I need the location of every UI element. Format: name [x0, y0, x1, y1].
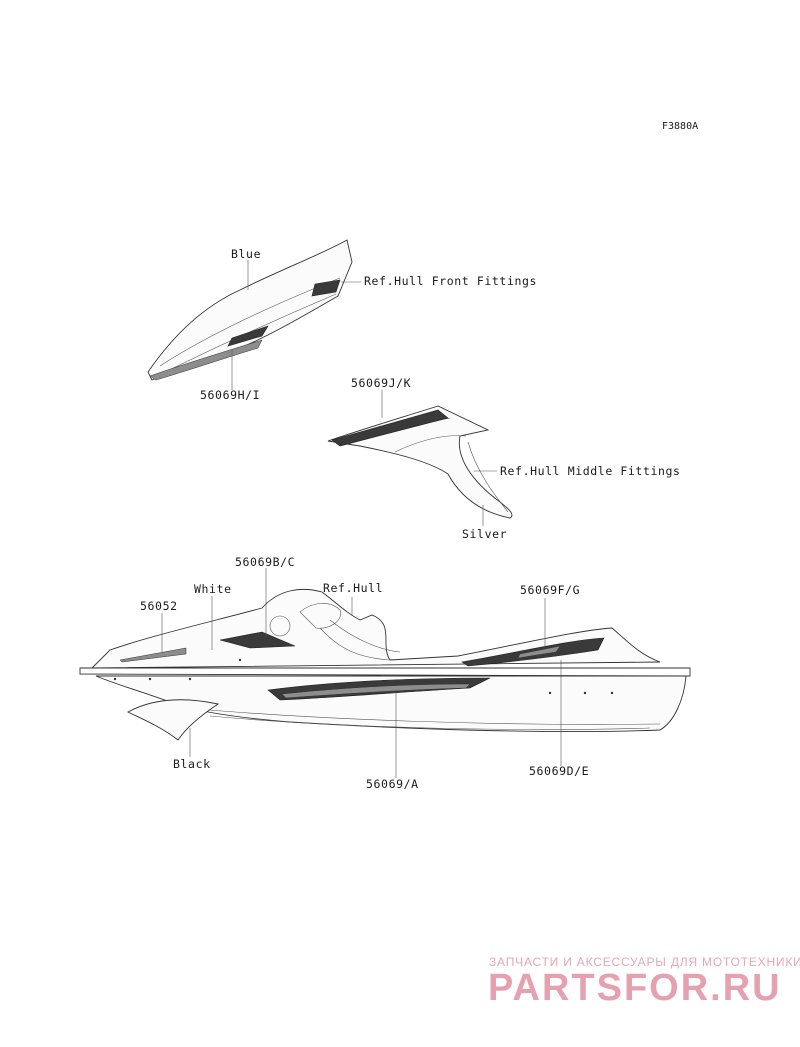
- watermark-tagline: ЗАПЧАСТИ И АКСЕССУАРЫ ДЛЯ МОТОТЕХНИКИ: [489, 955, 800, 969]
- label-silver: Silver: [462, 527, 507, 541]
- label-ref-hull-middle-fittings: Ref.Hull Middle Fittings: [500, 464, 681, 478]
- front-cowl-decal: [147, 239, 353, 381]
- figure-code: F3880A: [662, 121, 698, 132]
- label-ref-hull: Ref.Hull: [323, 581, 383, 595]
- watermark-brand: PARTSFOR.RU: [488, 967, 782, 1009]
- label-56069de: 56069D/E: [529, 764, 589, 778]
- watermark: ЗАПЧАСТИ И АКСЕССУАРЫ ДЛЯ МОТОТЕХНИКИ PA…: [488, 955, 800, 1009]
- label-56069bc: 56069B/C: [235, 555, 295, 569]
- label-white: White: [194, 582, 232, 596]
- label-56069a: 56069/A: [366, 777, 419, 791]
- leader-lines: [161, 260, 562, 778]
- label-56069fg: 56069F/G: [520, 583, 580, 597]
- label-56069hi: 56069H/I: [200, 388, 260, 402]
- label-black: Black: [173, 757, 211, 771]
- callout-labels: Blue Ref.Hull Front Fittings 56069H/I 56…: [140, 247, 681, 791]
- label-blue: Blue: [231, 247, 261, 261]
- middle-decal: [327, 405, 513, 519]
- label-56052: 56052: [140, 599, 178, 613]
- label-56069jk: 56069J/K: [351, 376, 411, 390]
- hull-side: [79, 589, 691, 741]
- label-ref-hull-front-fittings: Ref.Hull Front Fittings: [364, 274, 537, 288]
